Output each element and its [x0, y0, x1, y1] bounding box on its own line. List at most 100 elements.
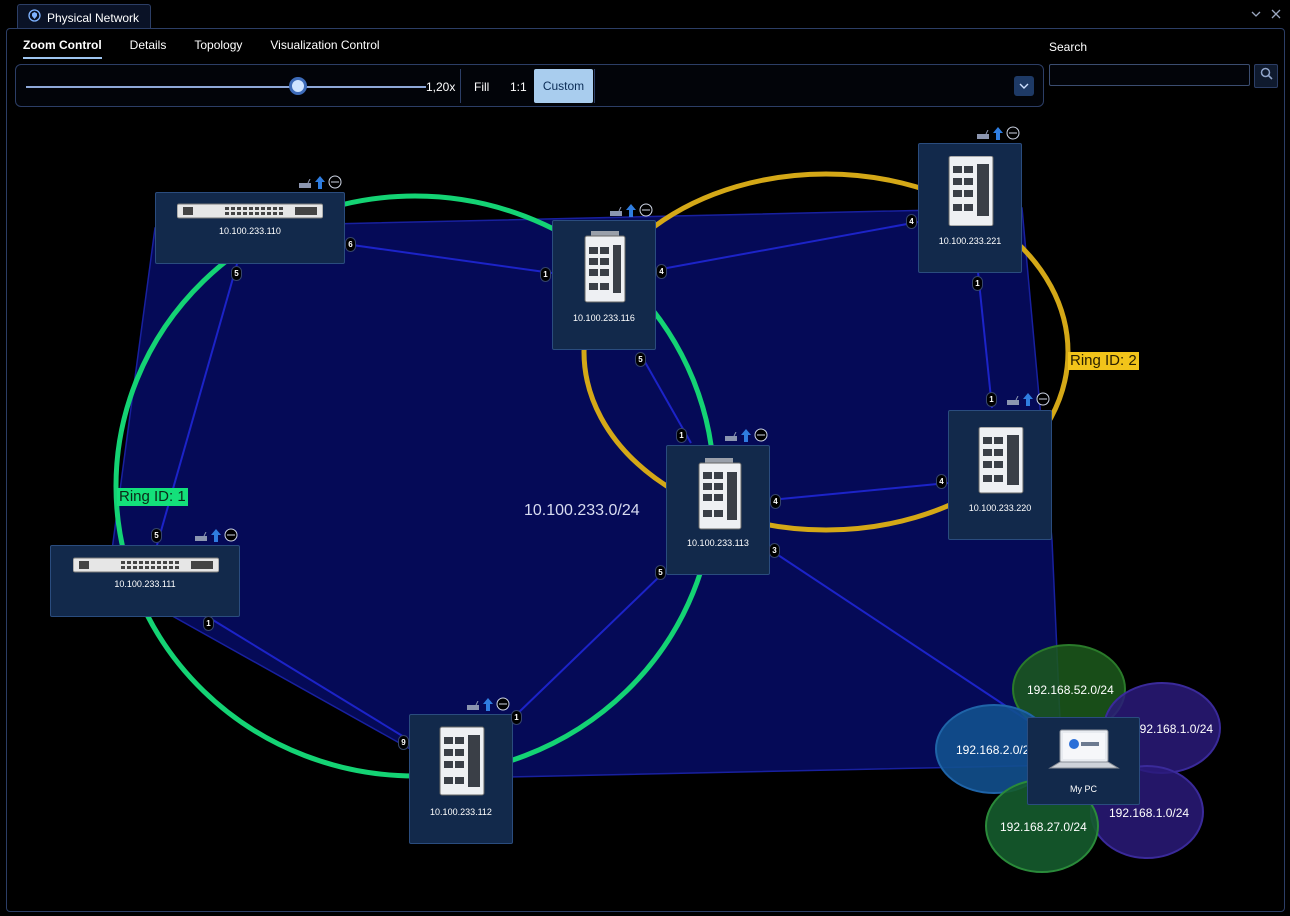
device-status-icons — [466, 697, 510, 716]
tab-physical-network[interactable]: Physical Network — [17, 4, 151, 30]
port-badge[interactable]: 1 — [203, 616, 214, 631]
industrial-switch-icon — [698, 458, 742, 530]
search-icon — [1260, 67, 1273, 85]
custom-button[interactable]: Custom — [534, 69, 593, 103]
router-icon — [194, 529, 208, 547]
device-ip-label: 10.100.233.221 — [938, 236, 1002, 246]
status-gauge-icon — [1036, 392, 1050, 411]
device-ip-label: 10.100.233.111 — [114, 579, 176, 589]
port-badge[interactable]: 1 — [986, 392, 997, 407]
arrow-up-icon — [1023, 392, 1033, 411]
rack-switch-icon — [177, 203, 323, 219]
device-ip-label: 10.100.233.220 — [968, 503, 1032, 513]
my-pc-label: My PC — [1070, 784, 1097, 794]
status-gauge-icon — [754, 428, 768, 447]
arrow-up-icon — [741, 428, 751, 447]
link-111-112 — [207, 616, 410, 741]
device-10-100-233-110[interactable]: 10.100.233.110 — [155, 192, 345, 264]
device-status-icons — [1006, 392, 1050, 411]
status-gauge-icon — [328, 175, 342, 194]
close-icon[interactable] — [1270, 8, 1282, 20]
device-10-100-233-116[interactable]: 10.100.233.116 — [552, 220, 656, 350]
industrial-switch-icon — [978, 427, 1024, 494]
device-ip-label: 10.100.233.116 — [573, 313, 635, 323]
device-ip-label: 10.100.233.112 — [430, 807, 492, 817]
network-label-27: 192.168.27.0/24 — [1000, 820, 1087, 834]
tab-topology[interactable]: Topology — [194, 38, 243, 52]
device-10-100-233-221[interactable]: 10.100.233.221 — [918, 143, 1022, 273]
arrow-up-icon — [483, 697, 493, 716]
port-badge[interactable]: 9 — [398, 735, 409, 750]
port-badge[interactable]: 4 — [656, 264, 667, 279]
port-badge[interactable]: 5 — [151, 528, 162, 543]
network-label-1a: 192.168.1.0/24 — [1133, 722, 1214, 736]
status-gauge-icon — [496, 697, 510, 716]
laptop-icon — [1048, 729, 1120, 769]
device-status-icons — [609, 203, 653, 222]
industrial-switch-icon — [948, 156, 994, 226]
tab-details[interactable]: Details — [129, 38, 167, 52]
network-shield-icon — [28, 8, 41, 27]
arrow-up-icon — [211, 528, 221, 547]
zoom-value: 1,20x — [426, 80, 456, 94]
device-status-icons — [724, 428, 768, 447]
port-badge[interactable]: 1 — [676, 428, 687, 443]
port-badge[interactable]: 4 — [770, 494, 781, 509]
network-label-1b: 192.168.1.0/24 — [1109, 806, 1190, 820]
device-10-100-233-111[interactable]: 10.100.233.111 — [50, 545, 240, 617]
port-badge[interactable]: 3 — [769, 543, 780, 558]
port-badge[interactable]: 4 — [936, 474, 947, 489]
port-badge[interactable]: 1 — [511, 710, 522, 725]
device-status-icons — [976, 126, 1020, 145]
status-gauge-icon — [639, 203, 653, 222]
search-input[interactable] — [1049, 64, 1250, 86]
toolbar-dropdown-button[interactable] — [1014, 76, 1034, 96]
divider — [460, 69, 461, 103]
port-badge[interactable]: 5 — [635, 352, 646, 367]
device-status-icons — [194, 528, 238, 547]
search-button[interactable] — [1254, 64, 1278, 88]
industrial-switch-icon — [584, 231, 626, 303]
window-tab-strip: Physical Network — [0, 0, 1290, 30]
chevron-down-icon — [1019, 77, 1029, 95]
arrow-up-icon — [993, 126, 1003, 145]
industrial-switch-icon — [439, 726, 485, 796]
my-pc-node[interactable]: My PC — [1027, 717, 1140, 805]
port-badge[interactable]: 6 — [345, 237, 356, 252]
tab-visualization-control[interactable]: Visualization Control — [270, 38, 380, 52]
port-badge[interactable]: 4 — [906, 214, 917, 229]
network-label-2: 192.168.2.0/24 — [956, 743, 1037, 757]
link-116-221 — [655, 221, 919, 271]
router-icon — [1006, 393, 1020, 411]
port-badge[interactable]: 5 — [231, 266, 242, 281]
port-badge[interactable]: 1 — [540, 267, 551, 282]
divider — [594, 69, 595, 103]
zoom-slider-thumb[interactable] — [289, 77, 307, 95]
port-badge[interactable]: 5 — [655, 565, 666, 580]
device-ip-label: 10.100.233.110 — [219, 226, 281, 236]
status-gauge-icon — [1006, 126, 1020, 145]
one-to-one-button[interactable]: 1:1 — [510, 80, 527, 94]
device-10-100-233-112[interactable]: 10.100.233.112 — [409, 714, 513, 844]
chevron-down-icon[interactable] — [1250, 8, 1262, 20]
arrow-up-icon — [315, 175, 325, 194]
port-badge[interactable]: 1 — [972, 276, 983, 291]
status-gauge-icon — [224, 528, 238, 547]
ring-2-label: Ring ID: 2 — [1068, 352, 1139, 370]
device-status-icons — [298, 175, 342, 194]
zoom-slider-track[interactable] — [26, 86, 426, 88]
device-10-100-233-113[interactable]: 10.100.233.113 — [666, 445, 770, 575]
tab-zoom-control[interactable]: Zoom Control — [23, 38, 102, 59]
link-113-pc — [774, 552, 1031, 723]
router-icon — [724, 429, 738, 447]
arrow-up-icon — [626, 203, 636, 222]
link-113-112 — [515, 574, 662, 716]
router-icon — [976, 127, 990, 145]
menu-tabs: Zoom Control Details Topology Visualizat… — [23, 38, 380, 59]
fill-button[interactable]: Fill — [474, 80, 490, 94]
device-10-100-233-220[interactable]: 10.100.233.220 — [948, 410, 1052, 540]
link-113-220 — [769, 482, 949, 501]
search-label: Search — [1049, 40, 1088, 54]
link-110-116 — [344, 243, 553, 274]
